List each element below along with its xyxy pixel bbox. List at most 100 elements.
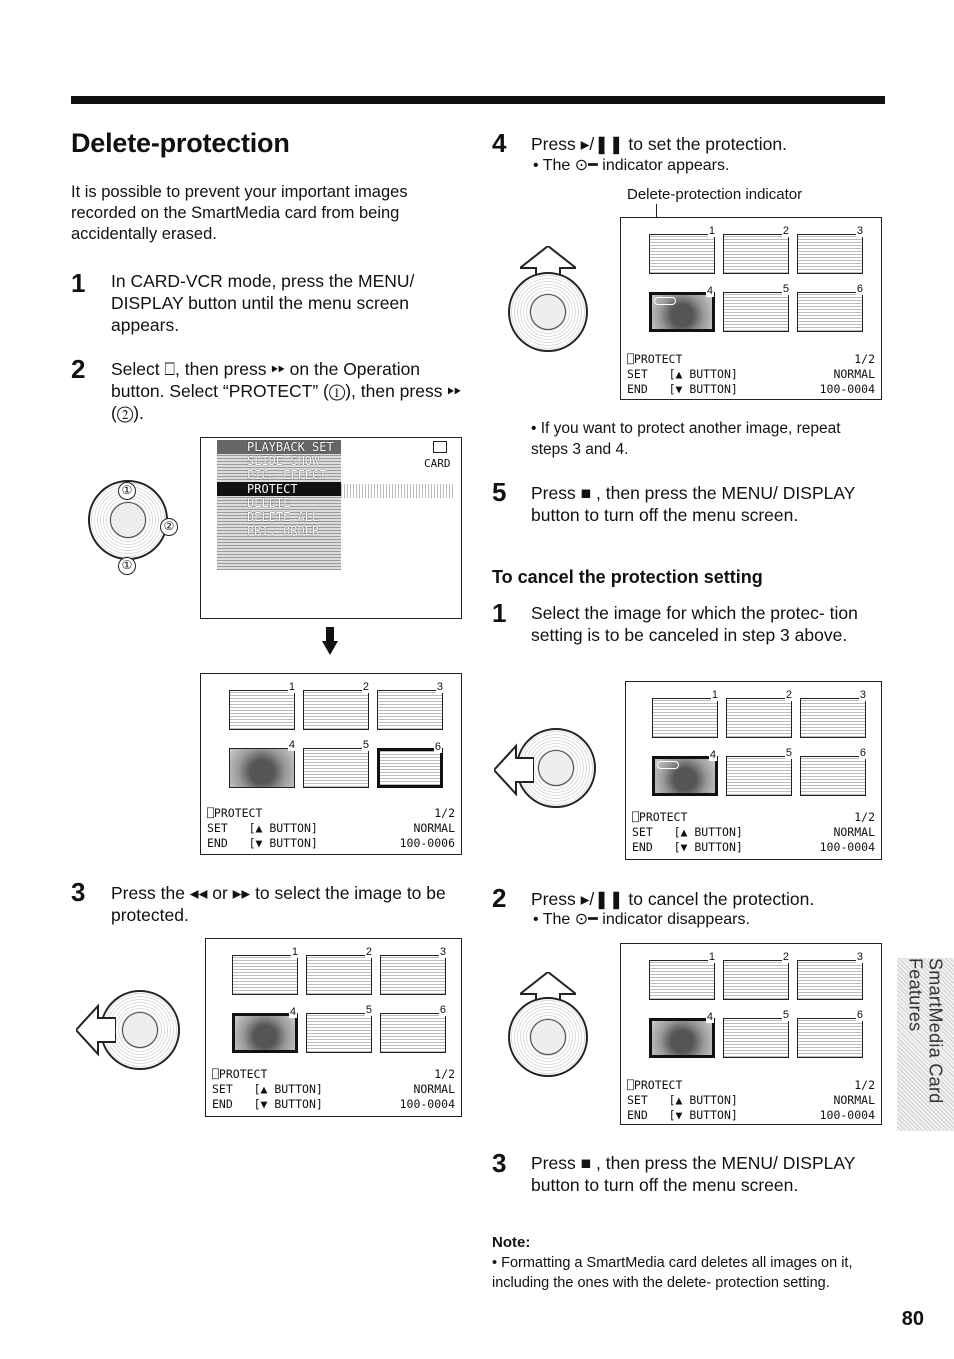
thumbnail-number: 1: [710, 689, 719, 701]
thumbnail: 5: [306, 1004, 373, 1053]
thumbnail-number: 5: [781, 1009, 790, 1021]
step-text: Press the ◂◂ or ▸▸ to select the image t…: [111, 883, 446, 925]
bullet-note: • If you want to protect another image, …: [531, 420, 841, 458]
thumbnail-number: 1: [287, 681, 296, 693]
thumbnail-number: 5: [361, 739, 370, 751]
screen-info-text: SET [▲ BUTTON]: [632, 825, 743, 840]
screen-info-text: SET [▲ BUTTON]: [207, 821, 318, 836]
menu-item: DELETE: [247, 496, 291, 510]
thumbnail-number: 6: [855, 283, 864, 295]
step-number: 2: [71, 354, 86, 384]
step-number: 2: [492, 883, 507, 913]
screen-info-text: SET [▲ BUTTON]: [627, 367, 738, 382]
thumbnail-number: 6: [433, 741, 442, 753]
screen-info-text: SET: [627, 367, 648, 381]
screen-info-text: 100-0004: [399, 1097, 455, 1111]
menu-item: SLIDE SHOW: [247, 454, 320, 468]
thumbnail-selected: 4: [232, 1006, 298, 1053]
thumbnail-screen: 1 2 3 4 5 6 ⎕PROTECT 1/2 SET [▲ BUTTON] NO…: [620, 217, 882, 400]
step-text: In CARD-VCR mode, press the MENU/ DISPLA…: [111, 271, 415, 335]
menu-header: PLAYBACK SET: [217, 440, 341, 454]
thumbnail: 6: [800, 747, 867, 796]
step-number: 5: [492, 477, 507, 507]
screen-info-text: SET: [627, 1093, 648, 1107]
card-label: CARD: [424, 457, 451, 470]
screen-info-text: NORMAL: [413, 1082, 455, 1096]
screen-info-text: [▲ BUTTON]: [668, 367, 738, 381]
thumbnail: 5: [723, 1009, 790, 1058]
screen-info-text: 1/2: [854, 810, 875, 824]
callout-one: ①: [118, 482, 136, 500]
menu-highlight-trail: [341, 484, 453, 498]
thumbnail-number: 5: [364, 1004, 373, 1016]
thumbnail-number: 6: [858, 747, 867, 759]
thumbnail: 2: [726, 689, 793, 738]
thumbnail: 4: [229, 739, 296, 788]
screen-info-text: END: [212, 1097, 233, 1111]
screen-info-text: SET: [207, 821, 228, 835]
thumbnail-number: 2: [784, 689, 793, 701]
thumbnail-selected: 4: [649, 1011, 715, 1058]
left-arrow-icon: [494, 743, 534, 797]
screen-info-text: ⎕PROTECT: [632, 810, 688, 824]
screen-info-text: 100-0004: [819, 1108, 875, 1122]
screen-info-text: [▲ BUTTON]: [673, 825, 743, 839]
thumbnail: 5: [723, 283, 790, 332]
screen-info-text: 100-0004: [819, 382, 875, 396]
thumbnail-number: 3: [858, 689, 867, 701]
thumbnail: 6: [797, 1009, 864, 1058]
playback-menu: PLAYBACK SET SLIDE SHOW PIC. EFFECT PROT…: [217, 440, 341, 570]
screen-info-text: 1/2: [434, 806, 455, 820]
thumbnail: 5: [303, 739, 370, 788]
thumbnail: 3: [377, 681, 444, 730]
thumbnail-number: 6: [438, 1004, 447, 1016]
cancel-heading: To cancel the protection setting: [492, 567, 763, 587]
step-subtext: • The ⊙━ indicator disappears.: [533, 911, 750, 928]
note-text: • Formatting a SmartMedia card deletes a…: [492, 1255, 853, 1291]
thumbnail: 2: [723, 225, 790, 274]
screen-info-text: NORMAL: [833, 367, 875, 381]
thumbnail-number: 5: [781, 283, 790, 295]
screen-info-text: NORMAL: [833, 1093, 875, 1107]
thumbnail-number: 2: [364, 946, 373, 958]
side-tab: SmartMedia Card Features: [897, 958, 954, 1131]
screen-info-text: [▼ BUTTON]: [248, 836, 318, 850]
screen-info-text: [▲ BUTTON]: [253, 1082, 323, 1096]
step-text: Press ■ , then press the MENU/ DISPLAY b…: [531, 1153, 856, 1195]
thumbnail-number: 4: [705, 285, 714, 297]
menu-item: PIC. EFFECT: [247, 468, 327, 482]
thumbnail-number: 3: [435, 681, 444, 693]
thumbnail-number: 1: [290, 946, 299, 958]
thumbnail: 1: [649, 951, 716, 1000]
thumbnail-selected: 4: [652, 749, 718, 796]
up-arrow-icon: [520, 972, 576, 1014]
thumbnail: 1: [652, 689, 719, 738]
callout-two: ②: [160, 518, 178, 536]
step-number: 3: [71, 877, 86, 907]
screen-info-text: END [▼ BUTTON]: [627, 1108, 738, 1123]
thumbnail-number: 1: [707, 225, 716, 237]
screen-info-text: 1/2: [854, 352, 875, 366]
screen-info-text: ⎕PROTECT: [627, 352, 683, 366]
thumbnail-number: 2: [781, 225, 790, 237]
screen-info-text: [▼ BUTTON]: [668, 382, 738, 396]
step-number: 4: [492, 128, 507, 158]
thumbnail-number: 2: [361, 681, 370, 693]
step-subtext: • The ⊙━ indicator appears.: [533, 157, 730, 174]
thumbnail: 3: [797, 225, 864, 274]
card-icon: [433, 441, 447, 453]
thumbnail: 6: [380, 1004, 447, 1053]
screen-info-text: END [▼ BUTTON]: [207, 836, 318, 851]
thumbnail-number: 4: [288, 1006, 297, 1018]
screen-info-text: END: [627, 1108, 648, 1122]
step-text: Press ▸/❚❚ to set the protection.: [531, 134, 787, 154]
screen-info-text: SET [▲ BUTTON]: [212, 1082, 323, 1097]
screen-info-text: SET: [632, 825, 653, 839]
screen-info-text: END [▼ BUTTON]: [212, 1097, 323, 1112]
section-title: Delete-protection: [71, 128, 290, 158]
up-arrow-icon: [520, 246, 576, 288]
screen-info-text: ⎕PROTECT: [627, 1078, 683, 1092]
